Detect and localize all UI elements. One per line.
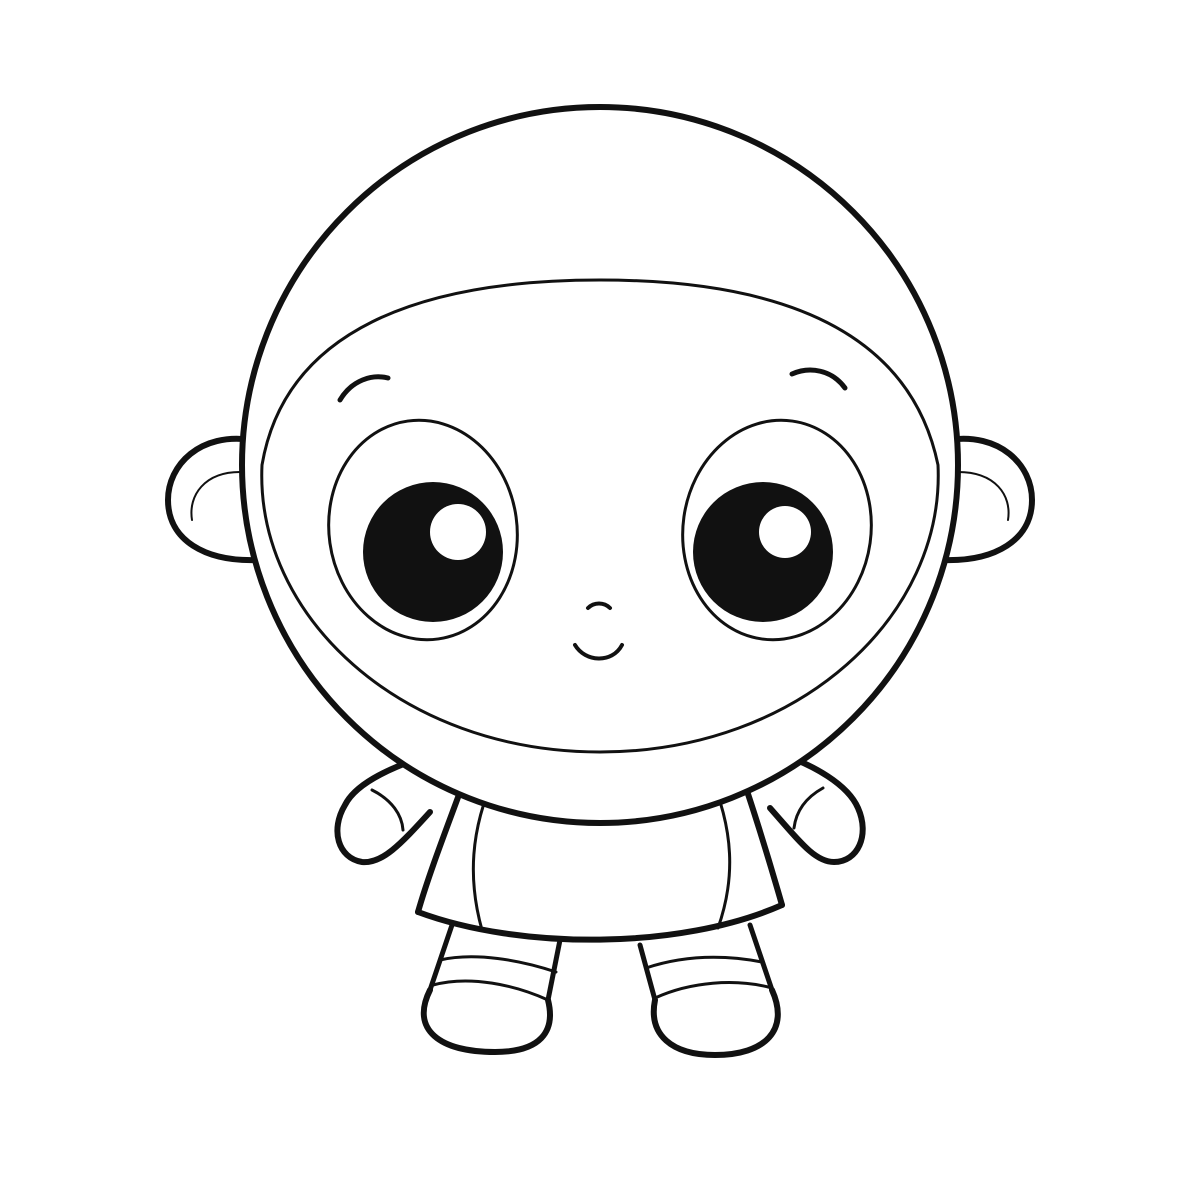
left-pupil [363,482,503,622]
nose [586,601,612,610]
left-leg [420,922,563,1055]
right-eye-highlight [759,506,811,558]
right-eye [693,482,833,622]
right-arm [767,749,866,865]
right-leg [637,922,781,1058]
head-outline [239,104,961,826]
left-arm [334,755,433,866]
left-eye-highlight [430,504,486,560]
left-ear [165,435,261,564]
left-eye-outline [327,418,519,642]
left-eyebrow [337,374,391,403]
right-eyebrow [789,367,848,391]
face-outline [260,278,940,754]
right-eye-outline [681,418,873,642]
right-ear [939,435,1035,564]
right-pupil [693,482,833,622]
left-eye [363,482,503,622]
head [239,104,961,826]
smile [573,643,624,661]
